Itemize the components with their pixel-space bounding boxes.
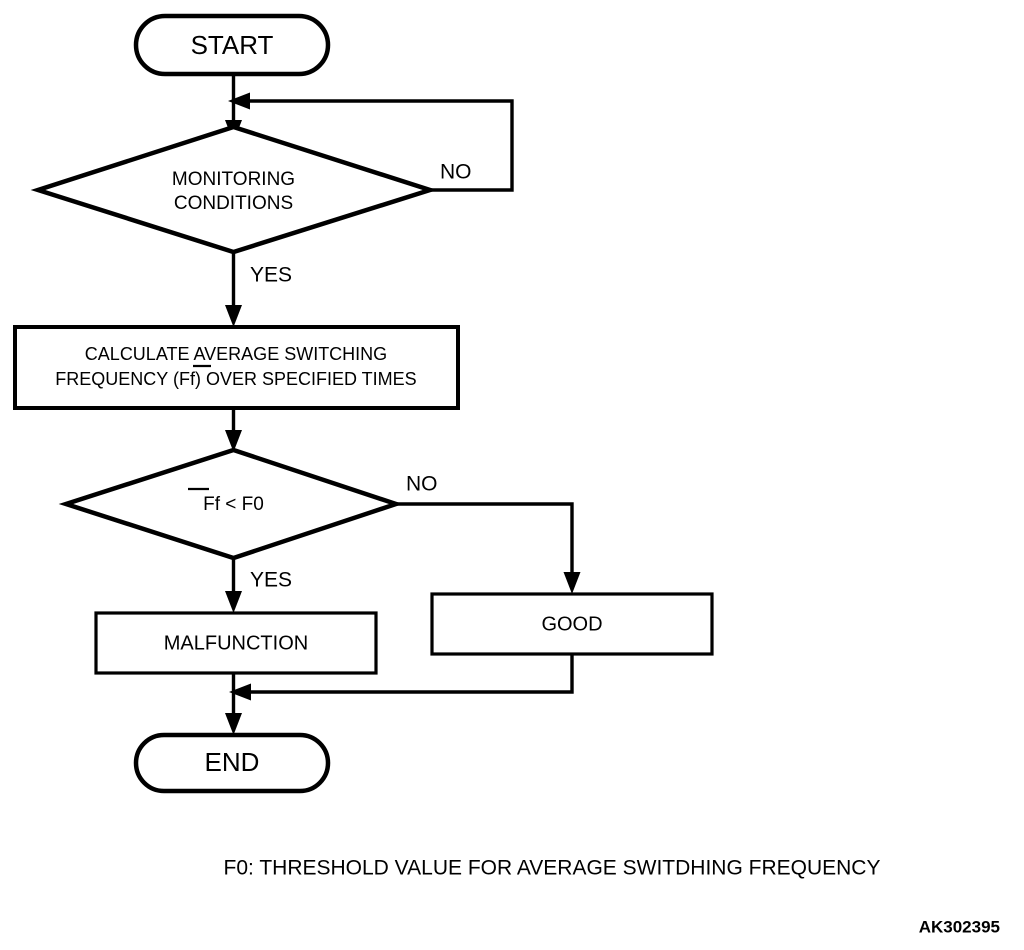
calculate-label-line2: FREQUENCY (Ff) OVER SPECIFIED TIMES [55,369,416,389]
compare-label: Ff < F0 [203,494,264,515]
monitoring-label-line2: CONDITIONS [174,193,293,214]
edge-label-compare-no: NO [406,473,438,496]
arrowhead-down-good [563,572,581,594]
arrowhead-down-compare [225,430,242,452]
edge-label-monitoring-no: NO [440,161,472,184]
end-shape [133,732,331,794]
calculate-shape [13,325,460,410]
node-end: END [133,732,331,794]
node-compare: Ff < F0 [58,447,404,561]
edge-malfunction-to-end [225,673,242,735]
arrowhead-left-loop [228,92,250,110]
edge-label-compare-yes: YES [250,569,292,592]
arrowhead-down-calculate [225,305,242,327]
node-malfunction: MALFUNCTION [94,611,378,675]
start-label: START [191,30,274,60]
figure-code: AK302395 [919,917,1000,936]
calculate-label-line2-a: FREQUENCY ( [55,369,179,389]
edge-monitoring-yes: YES [225,252,292,327]
edge-monitoring-no-loop: NO [228,92,514,192]
good-shape [430,592,714,656]
edge-label-monitoring-yes: YES [250,264,292,287]
malfunction-shape [94,611,378,675]
calculate-label-line2-c: ) OVER SPECIFIED TIMES [195,369,417,389]
arrowhead-down-end [225,713,242,735]
node-monitoring-conditions: MONITORING CONDITIONS [30,124,438,255]
node-good: GOOD [430,592,714,656]
good-label: GOOD [541,613,602,635]
compare-label-a: Ff [203,494,221,515]
calculate-label-line1: CALCULATE AVERAGE SWITCHING [85,344,387,364]
edge-compare-no: NO [396,473,581,594]
calculate-label-line2-b: Ff [179,369,196,389]
node-start: START [133,13,331,77]
edge-good-to-merge [229,654,574,701]
arrowhead-left-merge [229,683,251,701]
compare-label-b: < F0 [220,494,264,515]
edge-calculate-to-compare [225,408,242,452]
malfunction-label: MALFUNCTION [164,632,308,654]
monitoring-label-line1: MONITORING [172,169,295,190]
footnote: F0: THRESHOLD VALUE FOR AVERAGE SWITDHIN… [224,857,881,880]
arrowhead-down-malfunction [225,591,242,613]
edge-compare-yes: YES [225,558,292,613]
end-label: END [205,747,260,777]
node-calculate: CALCULATE AVERAGE SWITCHING FREQUENCY (F… [13,325,460,410]
